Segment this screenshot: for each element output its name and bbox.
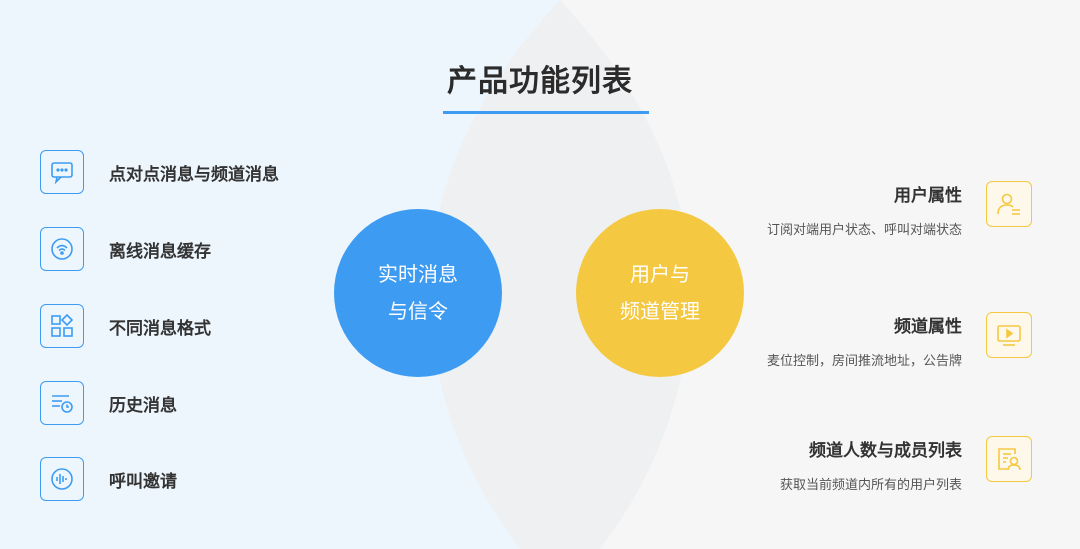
circle-line-1: 用户与 [630,262,690,286]
page-title: 产品功能列表 [447,64,633,99]
circle-line-1: 实时消息 [378,262,458,286]
wifi-signal-icon [40,227,84,271]
feature-offline-cache: 离线消息缓存 [40,225,211,273]
feature-channel-attributes: 频道属性 麦位控制，房间推流地址，公告牌 [767,312,1032,369]
feature-title: 频道人数与成员列表 [809,441,962,461]
feature-label: 不同消息格式 [109,318,211,339]
feature-label: 历史消息 [109,395,177,416]
feature-history-messages: 历史消息 [40,379,177,427]
voice-wave-icon [40,457,84,501]
feature-label: 呼叫邀请 [109,471,177,492]
feature-label: 离线消息缓存 [109,241,211,262]
realtime-messaging-circle: 实时消息 与信令 [334,209,502,377]
user-channel-management-circle: 用户与 频道管理 [576,209,744,377]
feature-label: 点对点消息与频道消息 [109,164,279,185]
history-clock-icon [40,381,84,425]
feature-channel-members: 频道人数与成员列表 获取当前频道内所有的用户列表 [780,436,1032,493]
feature-user-attributes: 用户属性 订阅对端用户状态、呼叫对端状态 [767,181,1032,238]
member-list-icon [986,436,1032,482]
shapes-grid-icon [40,304,84,348]
feature-message-formats: 不同消息格式 [40,302,211,350]
feature-description: 麦位控制，房间推流地址，公告牌 [766,354,962,369]
feature-description: 订阅对端用户状态、呼叫对端状态 [766,223,962,238]
feature-p2p-channel-message: 点对点消息与频道消息 [40,148,279,196]
user-profile-icon [986,181,1032,227]
chat-bubble-icon [40,150,84,194]
circle-line-2: 频道管理 [620,299,700,323]
feature-call-invite: 呼叫邀请 [40,455,177,503]
title-underline [443,111,649,114]
feature-title: 用户属性 [894,186,962,206]
feature-description: 获取当前频道内所有的用户列表 [779,478,962,493]
feature-title: 频道属性 [894,317,962,337]
video-play-icon [986,312,1032,358]
circle-line-2: 与信令 [388,299,448,323]
